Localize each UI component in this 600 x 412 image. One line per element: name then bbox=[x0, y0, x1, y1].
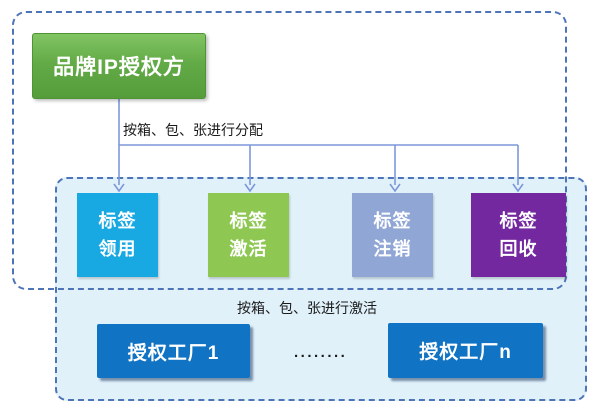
factory-n-node: 授权工厂n bbox=[388, 323, 543, 378]
activate-note: 按箱、包、张进行激活 bbox=[237, 300, 377, 316]
label-activate-line2: 激活 bbox=[229, 239, 268, 259]
label-receive-line2: 领用 bbox=[98, 239, 137, 259]
factory-1-label: 授权工厂1 bbox=[127, 342, 220, 364]
distribute-note: 按箱、包、张进行分配 bbox=[123, 122, 263, 138]
brand-ip-licensor-node: 品牌IP授权方 bbox=[32, 33, 206, 99]
label-recycle-line1: 标签 bbox=[499, 211, 538, 231]
factory-n-label: 授权工厂n bbox=[419, 342, 512, 363]
label-receive-node: 标签 领用 bbox=[77, 193, 158, 277]
factory-1-node: 授权工厂1 bbox=[97, 324, 250, 378]
label-cancel-line2: 注销 bbox=[373, 239, 412, 259]
label-activate-line1: 标签 bbox=[229, 211, 268, 231]
label-receive-line1: 标签 bbox=[98, 211, 137, 231]
factories-ellipsis: ........ bbox=[294, 344, 348, 361]
licensor-scope-container bbox=[12, 11, 567, 290]
brand-ip-licensor-label: 品牌IP授权方 bbox=[53, 56, 185, 79]
label-cancel-node: 标签 注销 bbox=[352, 193, 433, 277]
label-cancel-line1: 标签 bbox=[373, 211, 412, 231]
label-recycle-node: 标签 回收 bbox=[471, 193, 566, 277]
label-recycle-line2: 回收 bbox=[499, 239, 538, 259]
label-activate-node: 标签 激活 bbox=[208, 193, 289, 277]
